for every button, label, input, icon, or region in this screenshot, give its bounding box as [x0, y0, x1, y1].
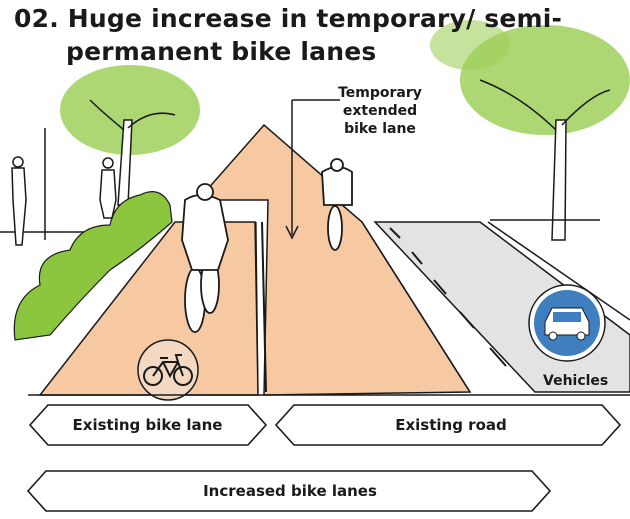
increased-bike-lanes-arrow [26, 470, 552, 512]
existing-road-arrow [274, 404, 622, 446]
callout-line-2: extended [342, 103, 418, 119]
pedestrian-figure [99, 157, 117, 219]
existing-bike-lane-label: Existing bike lane [72, 416, 223, 434]
car-icon [528, 284, 606, 362]
vehicles-label: Vehicles [543, 373, 609, 389]
tree-foliage-top-right [430, 20, 510, 70]
title-line-1: 02. Huge increase in temporary/ semi- [14, 4, 563, 33]
title-line-2: permanent bike lanes [66, 37, 377, 66]
callout-line-3: bike lane [344, 121, 416, 137]
bicycle-icon [137, 339, 199, 401]
pedestrian-figure [11, 156, 27, 246]
temporary-lane-callout: Temporary extended bike lane [330, 84, 430, 138]
cyclist-figure [321, 158, 353, 251]
existing-bike-lane-arrow [28, 404, 268, 446]
tree-trunk-right [551, 119, 567, 241]
callout-line-1: Temporary [338, 85, 422, 101]
hedge [13, 191, 173, 341]
cyclist-figure [181, 183, 229, 333]
increased-bike-lanes-label: Increased bike lanes [203, 482, 377, 500]
existing-road-label: Existing road [395, 416, 507, 434]
tree-foliage-left [60, 65, 200, 155]
